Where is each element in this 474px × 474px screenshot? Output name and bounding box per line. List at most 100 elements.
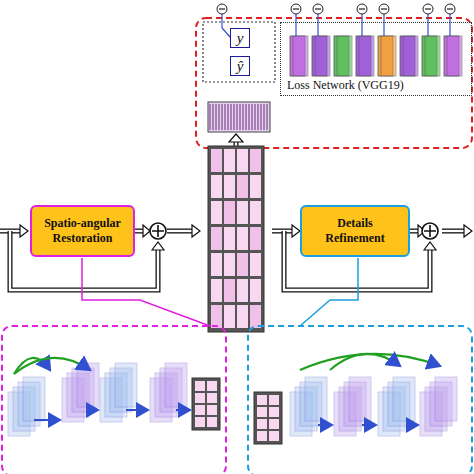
vgg-layer [425, 36, 440, 76]
view-cell [224, 305, 235, 328]
stroke [361, 14, 362, 36]
stroke [215, 104, 216, 130]
feature-cube [165, 363, 187, 407]
view-cell [224, 201, 235, 224]
view-cell [250, 201, 261, 224]
vgg-layer [359, 36, 374, 76]
stroke [257, 104, 258, 130]
stroke [227, 104, 228, 130]
view-cell [224, 149, 235, 172]
skip-connection [14, 358, 90, 374]
feature-cube [393, 377, 415, 421]
stroke [208, 102, 270, 132]
stroke [207, 381, 217, 391]
stroke [269, 407, 279, 417]
minus-sign [315, 8, 321, 9]
minus-circle [313, 4, 323, 14]
skip-connection [330, 354, 400, 370]
stroke [233, 104, 234, 130]
view-cell [237, 175, 248, 198]
view-cell [224, 175, 235, 198]
stroke [269, 395, 279, 405]
minus-sign [293, 8, 299, 9]
stroke [266, 104, 267, 130]
stroke [195, 405, 205, 415]
feature-cube [115, 363, 137, 407]
minus-sign [425, 8, 431, 9]
vgg-layer [293, 36, 308, 76]
view-cell [237, 201, 248, 224]
loss-network-box: Loss Network (VGG19) [280, 22, 472, 96]
view-cell [250, 305, 261, 328]
stroke [295, 14, 296, 36]
stroke [424, 225, 436, 237]
stroke [406, 424, 418, 426]
node-label: Spatio-angular Restoration [38, 216, 127, 246]
stroke [427, 14, 428, 36]
stroke [195, 381, 205, 391]
stroke [362, 424, 376, 426]
arrow-head [192, 225, 200, 237]
minus-sign [381, 8, 387, 9]
stroke [269, 419, 279, 429]
stroke [317, 14, 318, 36]
stroke [207, 393, 217, 403]
stroke [236, 104, 237, 130]
minus-circle [291, 4, 301, 14]
arrow-head [292, 225, 300, 237]
stroke [88, 409, 98, 411]
stroke [257, 431, 267, 441]
feature-cube [23, 377, 45, 421]
minus-circle [217, 4, 227, 14]
view-cell [237, 227, 248, 250]
minus-circle [445, 4, 455, 14]
node-label: ŷ [237, 58, 244, 75]
view-cell [224, 279, 235, 302]
stroke [269, 431, 279, 441]
stroke [167, 229, 192, 234]
stroke [195, 393, 205, 403]
stroke [230, 104, 231, 130]
stroke [135, 229, 143, 234]
stroke [248, 104, 249, 130]
stroke [383, 14, 384, 36]
refinement-detail [248, 326, 472, 474]
skip-connection [14, 358, 50, 374]
minus-sign [447, 8, 453, 9]
stroke [221, 104, 222, 130]
stroke [257, 407, 267, 417]
difference-nodes [217, 4, 455, 38]
stroke [449, 14, 450, 36]
vgg-layers [290, 36, 462, 76]
view-cell [237, 279, 248, 302]
view-cell [237, 253, 248, 276]
view-cell [211, 149, 222, 172]
stroke [318, 424, 332, 426]
view-cell [250, 279, 261, 302]
stroke [195, 417, 205, 427]
node-label: Loss Network (VGG19) [287, 78, 404, 93]
arrow-head [20, 225, 28, 237]
stroke [239, 104, 240, 130]
vgg-layer [447, 36, 462, 76]
sum-node [150, 223, 166, 239]
view-cell [224, 253, 235, 276]
stroke [263, 104, 264, 130]
view-cell [211, 253, 222, 276]
view-cell [224, 227, 235, 250]
view-cell [250, 175, 261, 198]
stroke [260, 104, 261, 130]
loss-region [196, 18, 472, 148]
minus-circle [379, 4, 389, 14]
arrow-head [229, 134, 243, 142]
view-cell [211, 227, 222, 250]
zoom-leader [82, 258, 210, 326]
sum-node [422, 223, 438, 239]
stroke [167, 230, 192, 232]
conv-blocks [8, 354, 457, 444]
view-cell [211, 305, 222, 328]
stroke [221, 14, 222, 28]
grid-input [254, 392, 282, 444]
stroke [257, 395, 267, 405]
minus-circle [357, 4, 367, 14]
